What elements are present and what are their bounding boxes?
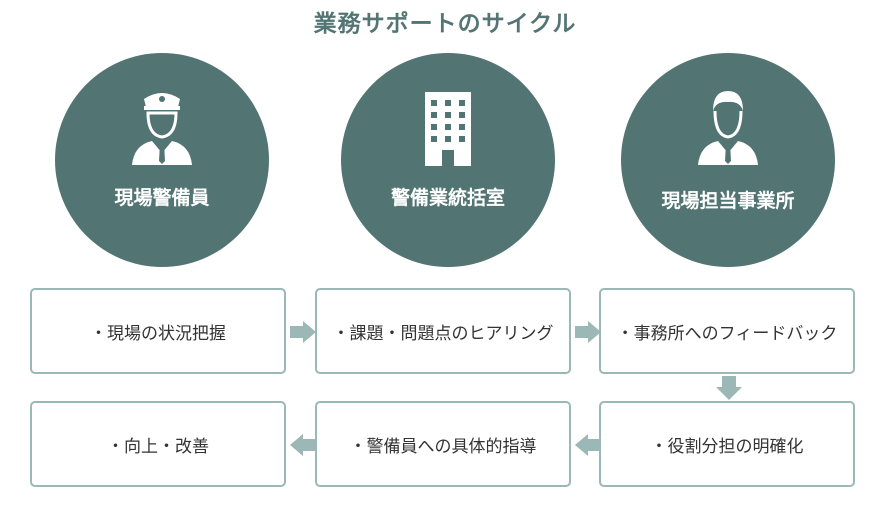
arrow-right-icon <box>575 321 601 343</box>
businessman-icon <box>698 91 758 165</box>
role-label: 現場警備員 <box>114 187 210 209</box>
diagram-title: 業務サポートのサイクル <box>313 11 577 37</box>
role-label: 警備業統括室 <box>390 187 505 209</box>
step-box: ・警備員への具体的指導 <box>315 401 571 487</box>
building-icon <box>425 92 471 166</box>
role-label: 現場担当事業所 <box>661 190 795 212</box>
step-box: ・課題・問題点のヒアリング <box>315 288 571 374</box>
role-circle-site-office: 現場担当事業所 <box>621 53 835 267</box>
guard-icon <box>132 93 192 165</box>
arrow-right-icon <box>290 321 316 343</box>
arrow-left-icon <box>575 434 601 456</box>
role-circle-field-guard: 現場警備員 <box>55 53 269 267</box>
step-box: ・向上・改善 <box>30 401 286 487</box>
role-circle-security-office: 警備業統括室 <box>341 53 555 267</box>
arrow-down-icon <box>716 376 742 400</box>
step-box: ・現場の状況把握 <box>30 288 286 374</box>
step-box: ・役割分担の明確化 <box>599 401 855 487</box>
arrow-left-icon <box>290 434 316 456</box>
step-box: ・事務所へのフィードバック <box>599 288 855 374</box>
